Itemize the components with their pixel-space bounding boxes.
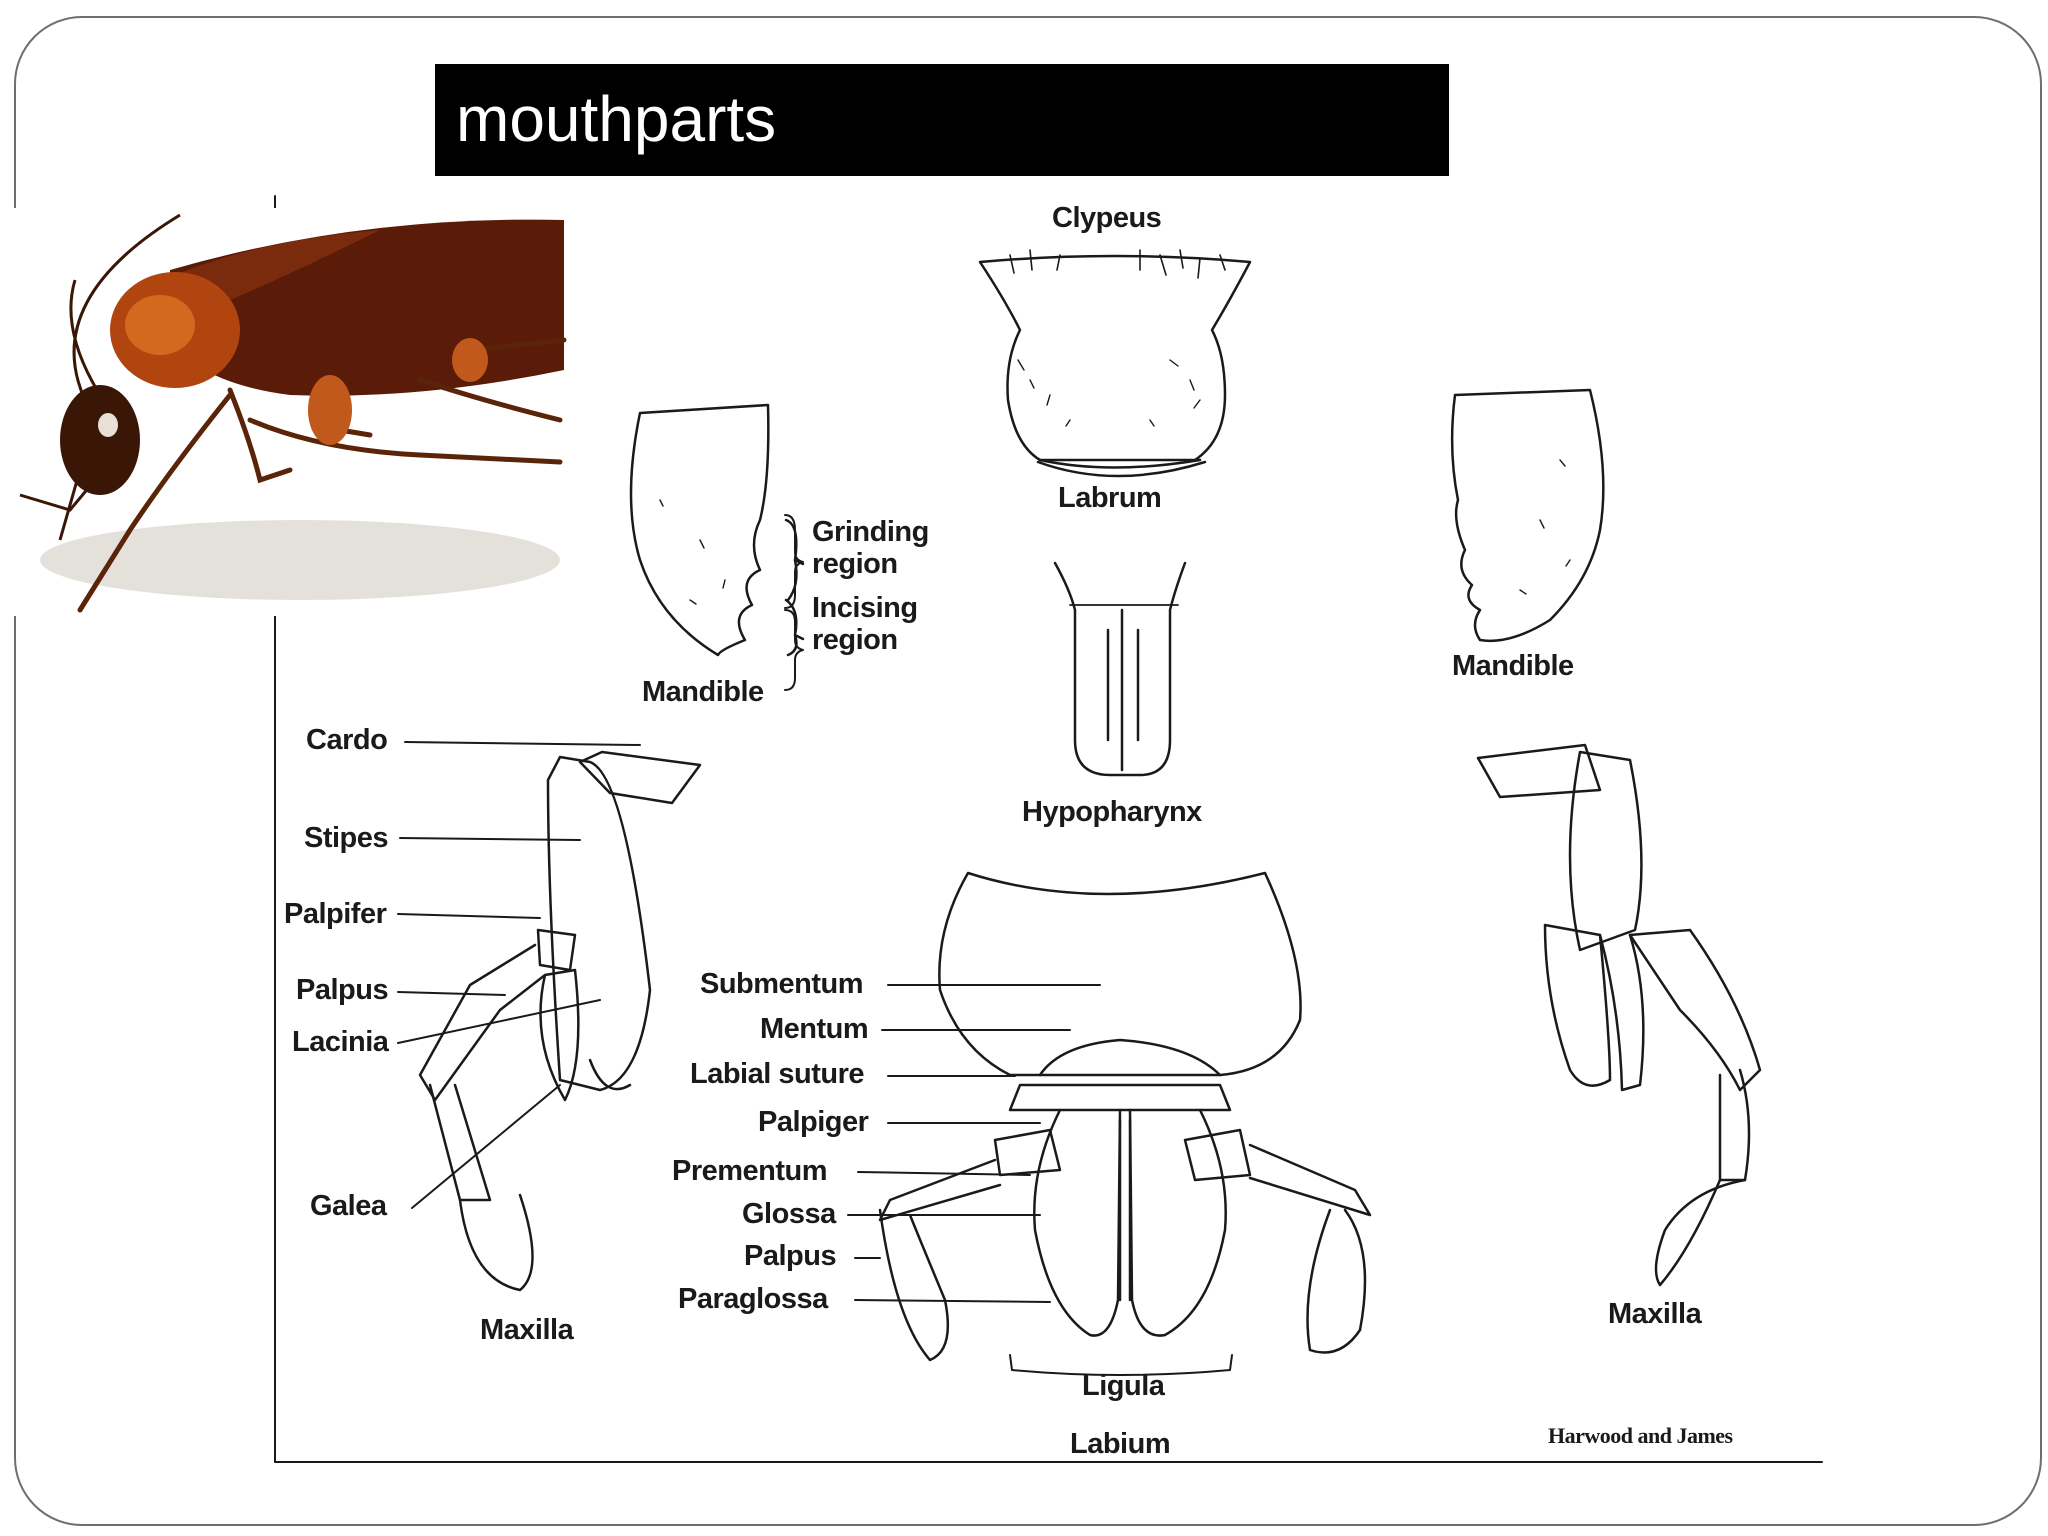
label-maxilla-left: Maxilla bbox=[480, 1314, 574, 1346]
label-labial-suture: Labial suture bbox=[690, 1058, 865, 1090]
label-stipes: Stipes bbox=[304, 822, 389, 854]
label-prementum: Prementum bbox=[672, 1155, 828, 1187]
mandible-right-drawing bbox=[1450, 388, 1605, 642]
maxilla-right-drawing bbox=[1476, 743, 1762, 1287]
cockroach-illustration bbox=[0, 208, 567, 616]
label-cardo: Cardo bbox=[306, 724, 388, 756]
maxilla-left-drawing bbox=[418, 750, 702, 1292]
label-mentum: Mentum bbox=[760, 1013, 869, 1045]
label-glossa: Glossa bbox=[742, 1198, 836, 1230]
label-ligula: Ligula bbox=[1082, 1370, 1165, 1402]
label-paraglossa: Paraglossa bbox=[678, 1283, 828, 1315]
label-clypeus: Clypeus bbox=[1052, 202, 1162, 234]
hypopharynx-drawing bbox=[1053, 561, 1187, 777]
label-mandible-left: Mandible bbox=[642, 676, 764, 708]
label-mandible-right: Mandible bbox=[1452, 650, 1574, 682]
label-submentum: Submentum bbox=[700, 968, 864, 1000]
label-hypopharynx: Hypopharynx bbox=[1022, 796, 1202, 828]
label-palpiger: Palpiger bbox=[758, 1106, 869, 1138]
title-bar bbox=[435, 64, 1449, 176]
label-maxilla-right: Maxilla bbox=[1608, 1298, 1702, 1330]
label-grinding-region: Grinding region bbox=[812, 516, 929, 580]
label-palpus-maxilla: Palpus bbox=[296, 974, 389, 1006]
label-incising-region: Incising region bbox=[812, 592, 918, 656]
labium-drawing bbox=[878, 871, 1372, 1376]
label-palpus-labium: Palpus bbox=[744, 1240, 837, 1272]
mandible-left-drawing bbox=[629, 403, 805, 657]
label-labrum: Labrum bbox=[1058, 482, 1162, 514]
clypeus-labrum-drawing bbox=[978, 249, 1252, 478]
figure-credit: Harwood and James bbox=[1548, 1423, 1733, 1448]
slide-title: mouthparts bbox=[456, 83, 777, 155]
label-galea: Galea bbox=[310, 1190, 387, 1222]
label-palpifer: Palpifer bbox=[284, 898, 387, 930]
label-lacinia: Lacinia bbox=[292, 1026, 389, 1058]
label-labium: Labium bbox=[1070, 1428, 1171, 1460]
